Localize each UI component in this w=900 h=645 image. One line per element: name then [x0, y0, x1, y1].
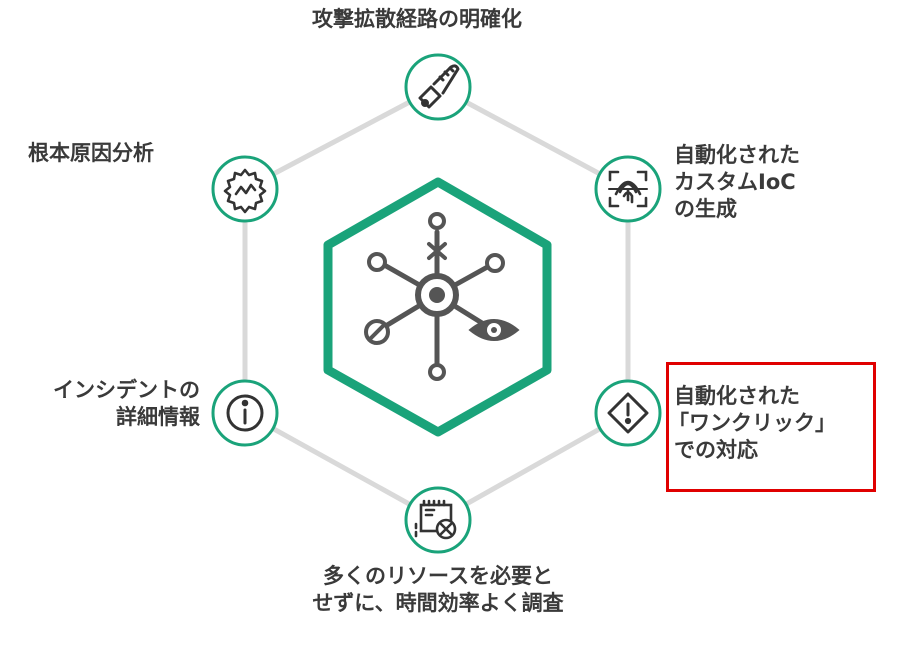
node-lower-left	[211, 379, 279, 447]
highlight-frame	[666, 362, 876, 492]
label-upper-right: 自動化された カスタムIoC の生成	[674, 142, 800, 223]
label-lower-right-line-2: 「ワンクリック」	[668, 410, 836, 435]
node-top	[404, 53, 472, 121]
label-bottom-line-1: 多くのリソースを必要と	[323, 564, 553, 588]
label-upper-right-line-3: の生成	[674, 196, 737, 221]
info-icon	[226, 394, 264, 432]
node-upper-left	[211, 155, 279, 223]
node-bottom	[404, 486, 472, 554]
label-lower-right-line-1: 自動化された	[674, 384, 800, 408]
label-lower-right-line-3: での対応	[674, 437, 758, 462]
label-top: 攻撃拡散経路の明確化	[312, 6, 522, 33]
fingerprint-scan-icon	[608, 170, 648, 208]
node-lower-right	[594, 379, 662, 447]
label-upper-left: 根本原因分析	[28, 140, 154, 167]
label-lower-left-line-2: 詳細情報	[116, 404, 200, 429]
label-lower-left: インシデントの 詳細情報	[14, 377, 200, 431]
gear-wave-icon	[223, 168, 267, 214]
chip-close-icon	[414, 499, 457, 540]
chainsaw-icon	[418, 64, 460, 109]
label-top-line-1: 攻撃拡散経路の明確化	[312, 7, 522, 31]
label-bottom-line-2: せずに、時間効率よく調査	[312, 590, 564, 615]
warning-diamond-icon	[607, 392, 649, 434]
label-bottom: 多くのリソースを必要と せずに、時間効率よく調査	[268, 563, 608, 617]
label-upper-right-line-1: 自動化された	[674, 143, 800, 167]
network-hub-icon	[364, 212, 520, 381]
node-upper-right	[594, 155, 662, 223]
label-lower-right: 自動化された 「ワンクリック」 での対応	[668, 383, 836, 464]
label-upper-right-line-2: カスタムIoC	[674, 169, 796, 194]
label-upper-left-line-1: 根本原因分析	[28, 141, 154, 165]
label-lower-left-line-1: インシデントの	[53, 378, 200, 402]
